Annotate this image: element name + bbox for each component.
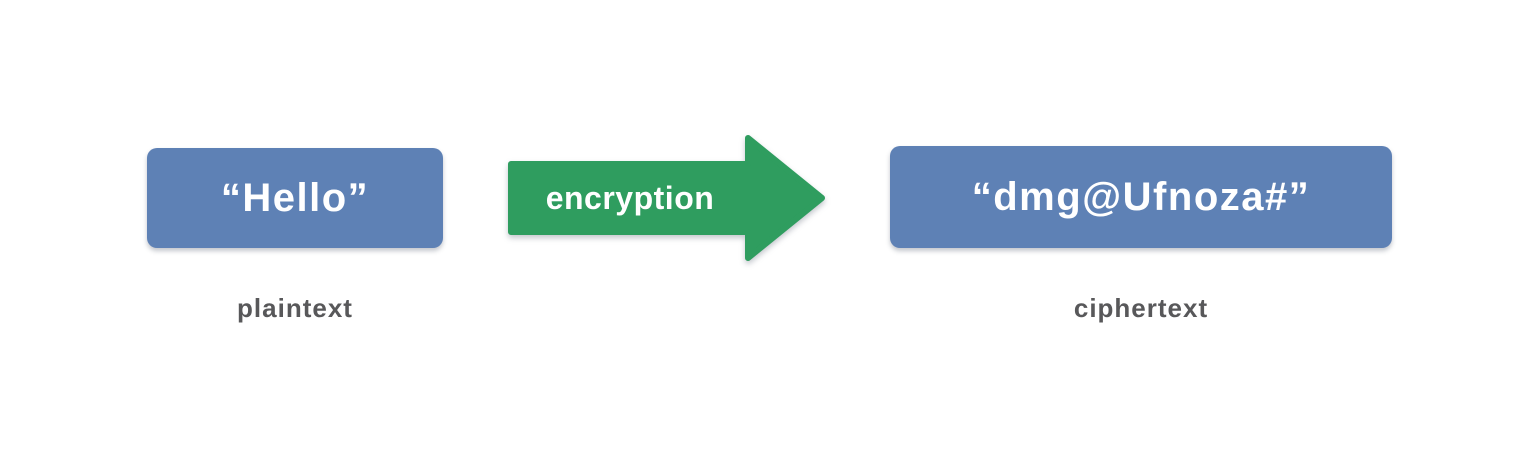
plaintext-value: “Hello” <box>220 175 370 220</box>
arrow-label: encryption <box>545 179 715 216</box>
arrow-shape <box>508 135 825 261</box>
plaintext-caption: plaintext <box>237 292 353 323</box>
ciphertext-value: “dmg@Ufnoza#” <box>971 174 1311 219</box>
ciphertext-caption: ciphertext <box>1073 292 1209 323</box>
plaintext-box: “Hello” <box>147 148 443 248</box>
ciphertext-box: “dmg@Ufnoza#” <box>890 146 1392 248</box>
encryption-arrow-icon <box>508 135 825 261</box>
